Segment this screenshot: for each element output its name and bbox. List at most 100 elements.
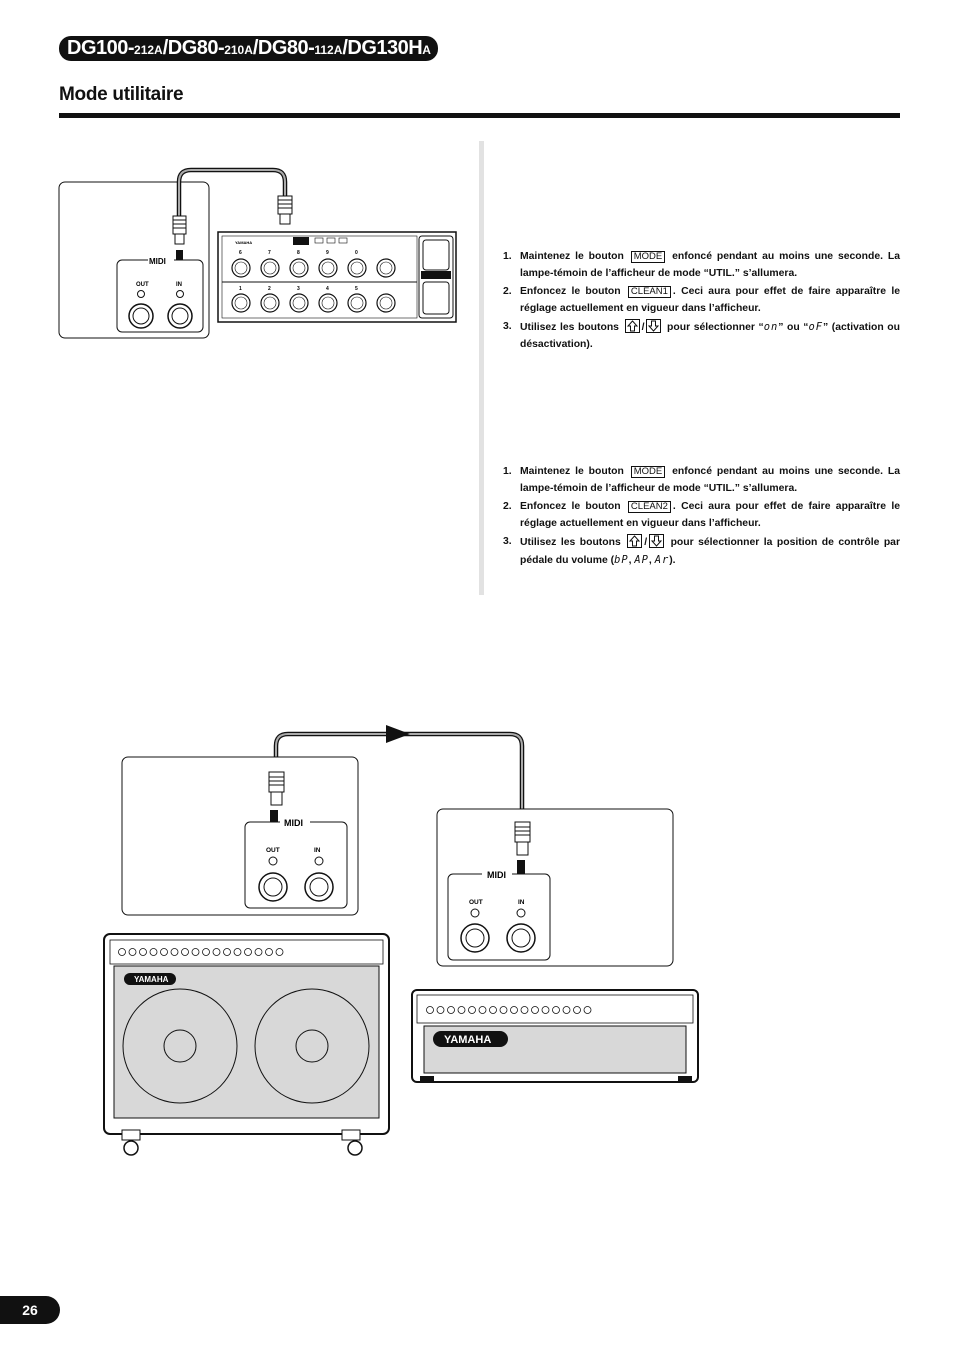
model-part-suffix: 210A: [224, 43, 253, 57]
title-rule: [59, 113, 900, 118]
switch-number: 1: [239, 286, 242, 292]
step-number: 2.: [503, 501, 512, 512]
step-text: ,: [628, 554, 635, 566]
amp-knob: [181, 948, 189, 956]
amp-knob: [233, 948, 242, 956]
amp-knob: [573, 1006, 581, 1014]
amp-knob: [478, 1006, 487, 1014]
display-on: on: [763, 321, 779, 333]
footswitch: [289, 258, 309, 278]
amp-knob: [510, 1006, 518, 1014]
amp-knob: [118, 948, 126, 956]
step-text: ” ou “: [778, 322, 809, 333]
amp-knob: [426, 1006, 434, 1014]
switch-number: 0: [355, 250, 358, 256]
step-text: . Ceci aura pour effet de faire apparaît…: [520, 501, 900, 529]
section2-steps: 1. Maintenez le bouton MODE enfoncé pend…: [500, 464, 900, 571]
page-title: Mode utilitaire: [59, 84, 184, 105]
amp-knob: [149, 948, 158, 956]
step-text: pour sélectionner la position de contrôl…: [520, 537, 900, 566]
step-text: Utilisez les boutons: [520, 537, 621, 548]
step-text: ).: [669, 554, 676, 566]
display-ap: AP: [634, 553, 649, 566]
mode-button: MODE: [630, 251, 666, 263]
model-part: DG100-: [67, 37, 135, 59]
step-text: Maintenez le bouton: [520, 251, 624, 262]
step-number: 1.: [503, 466, 512, 477]
step-item: 1. Maintenez le bouton MODE enfoncé pend…: [500, 249, 900, 282]
down-arrow-icon: [649, 534, 665, 548]
step-text: Utilisez les boutons: [520, 322, 619, 333]
switch-number: 5: [355, 286, 358, 292]
amp-knob: [531, 1006, 539, 1014]
model-part-suffix: 112A: [314, 43, 343, 57]
amp-knob: [212, 948, 221, 956]
step-text: Enfoncez le bouton: [520, 286, 621, 297]
display-bp: bP: [614, 553, 629, 566]
figure-amp-midi-chain: MIDI OUT IN MIDI OUT IN YAMAHA YAMAHA: [103, 725, 699, 1156]
out-label: OUT: [469, 899, 483, 906]
step-text: enfoncé pendant au moins une seconde. La…: [520, 251, 901, 279]
combo-amp-knobs: [118, 948, 284, 956]
amp-knob: [265, 948, 273, 956]
footswitch: [376, 293, 396, 313]
mode-button: MODE: [630, 466, 666, 478]
out-label: OUT: [266, 847, 280, 854]
midi-label: MIDI: [487, 870, 506, 880]
model-part: /DG130H: [342, 37, 423, 59]
amp-knob: [552, 1006, 560, 1014]
switch-number: 3: [297, 286, 300, 292]
footswitch: [260, 258, 280, 278]
amp-knob: [160, 948, 168, 956]
switch-number: 4: [326, 286, 329, 292]
step-number: 1.: [503, 251, 512, 262]
step-number: 3.: [503, 536, 512, 547]
footswitch: [347, 258, 367, 278]
footswitch: [260, 293, 280, 313]
amp-knob: [170, 948, 179, 956]
model-title-badge: DG100-212A/DG80-210A/DG80-112A/DG130HA: [59, 36, 438, 61]
footswitch: [318, 258, 338, 278]
in-label: IN: [176, 282, 182, 288]
step-item: 1. Maintenez le bouton MODE enfoncé pend…: [500, 464, 900, 497]
step-number: 3.: [503, 321, 512, 332]
step-item: 3. Utilisez les boutons / pour sélection…: [500, 534, 900, 569]
column-divider: [479, 141, 484, 595]
separator: /: [644, 537, 648, 548]
step-text: ” (activation ou désactivation).: [520, 322, 900, 350]
clean1-button: CLEAN1: [627, 286, 671, 298]
amp-knob: [499, 1006, 508, 1014]
separator: /: [641, 322, 645, 333]
switch-number: 7: [268, 250, 271, 256]
step-number: 2.: [503, 286, 512, 297]
amp-knob: [275, 948, 284, 956]
footswitch: [376, 258, 396, 278]
model-part-suffix: A: [422, 43, 431, 57]
amp-knob: [223, 948, 231, 956]
in-label: IN: [314, 847, 321, 854]
amp-knob: [447, 1006, 455, 1014]
amp-knob: [191, 948, 200, 956]
amp-knob: [489, 1006, 497, 1014]
step-text: . Ceci aura pour effet de faire apparaît…: [520, 286, 900, 314]
down-arrow-icon: [646, 319, 662, 333]
amp-knob: [436, 1006, 445, 1014]
up-arrow-icon: [624, 319, 640, 333]
amp-knob: [541, 1006, 550, 1014]
section1-steps: 1. Maintenez le bouton MODE enfoncé pend…: [500, 249, 900, 355]
amp-knob: [244, 948, 252, 956]
page-number: 26: [0, 1296, 60, 1324]
amp-knob: [128, 948, 137, 956]
model-part: /DG80-: [252, 37, 315, 59]
amp-brand: YAMAHA: [444, 1034, 491, 1046]
amp-head-knobs: [426, 1006, 592, 1014]
amp-knob: [457, 1006, 466, 1014]
clean2-button: CLEAN2: [627, 501, 671, 513]
step-text: Maintenez le bouton: [520, 466, 624, 477]
step-text: enfoncé pendant au moins une seconde. La…: [520, 466, 901, 494]
model-part: /DG80-: [162, 37, 225, 59]
footswitch: [347, 293, 367, 313]
midi-label: MIDI: [149, 257, 166, 266]
footswitch: [231, 258, 251, 278]
